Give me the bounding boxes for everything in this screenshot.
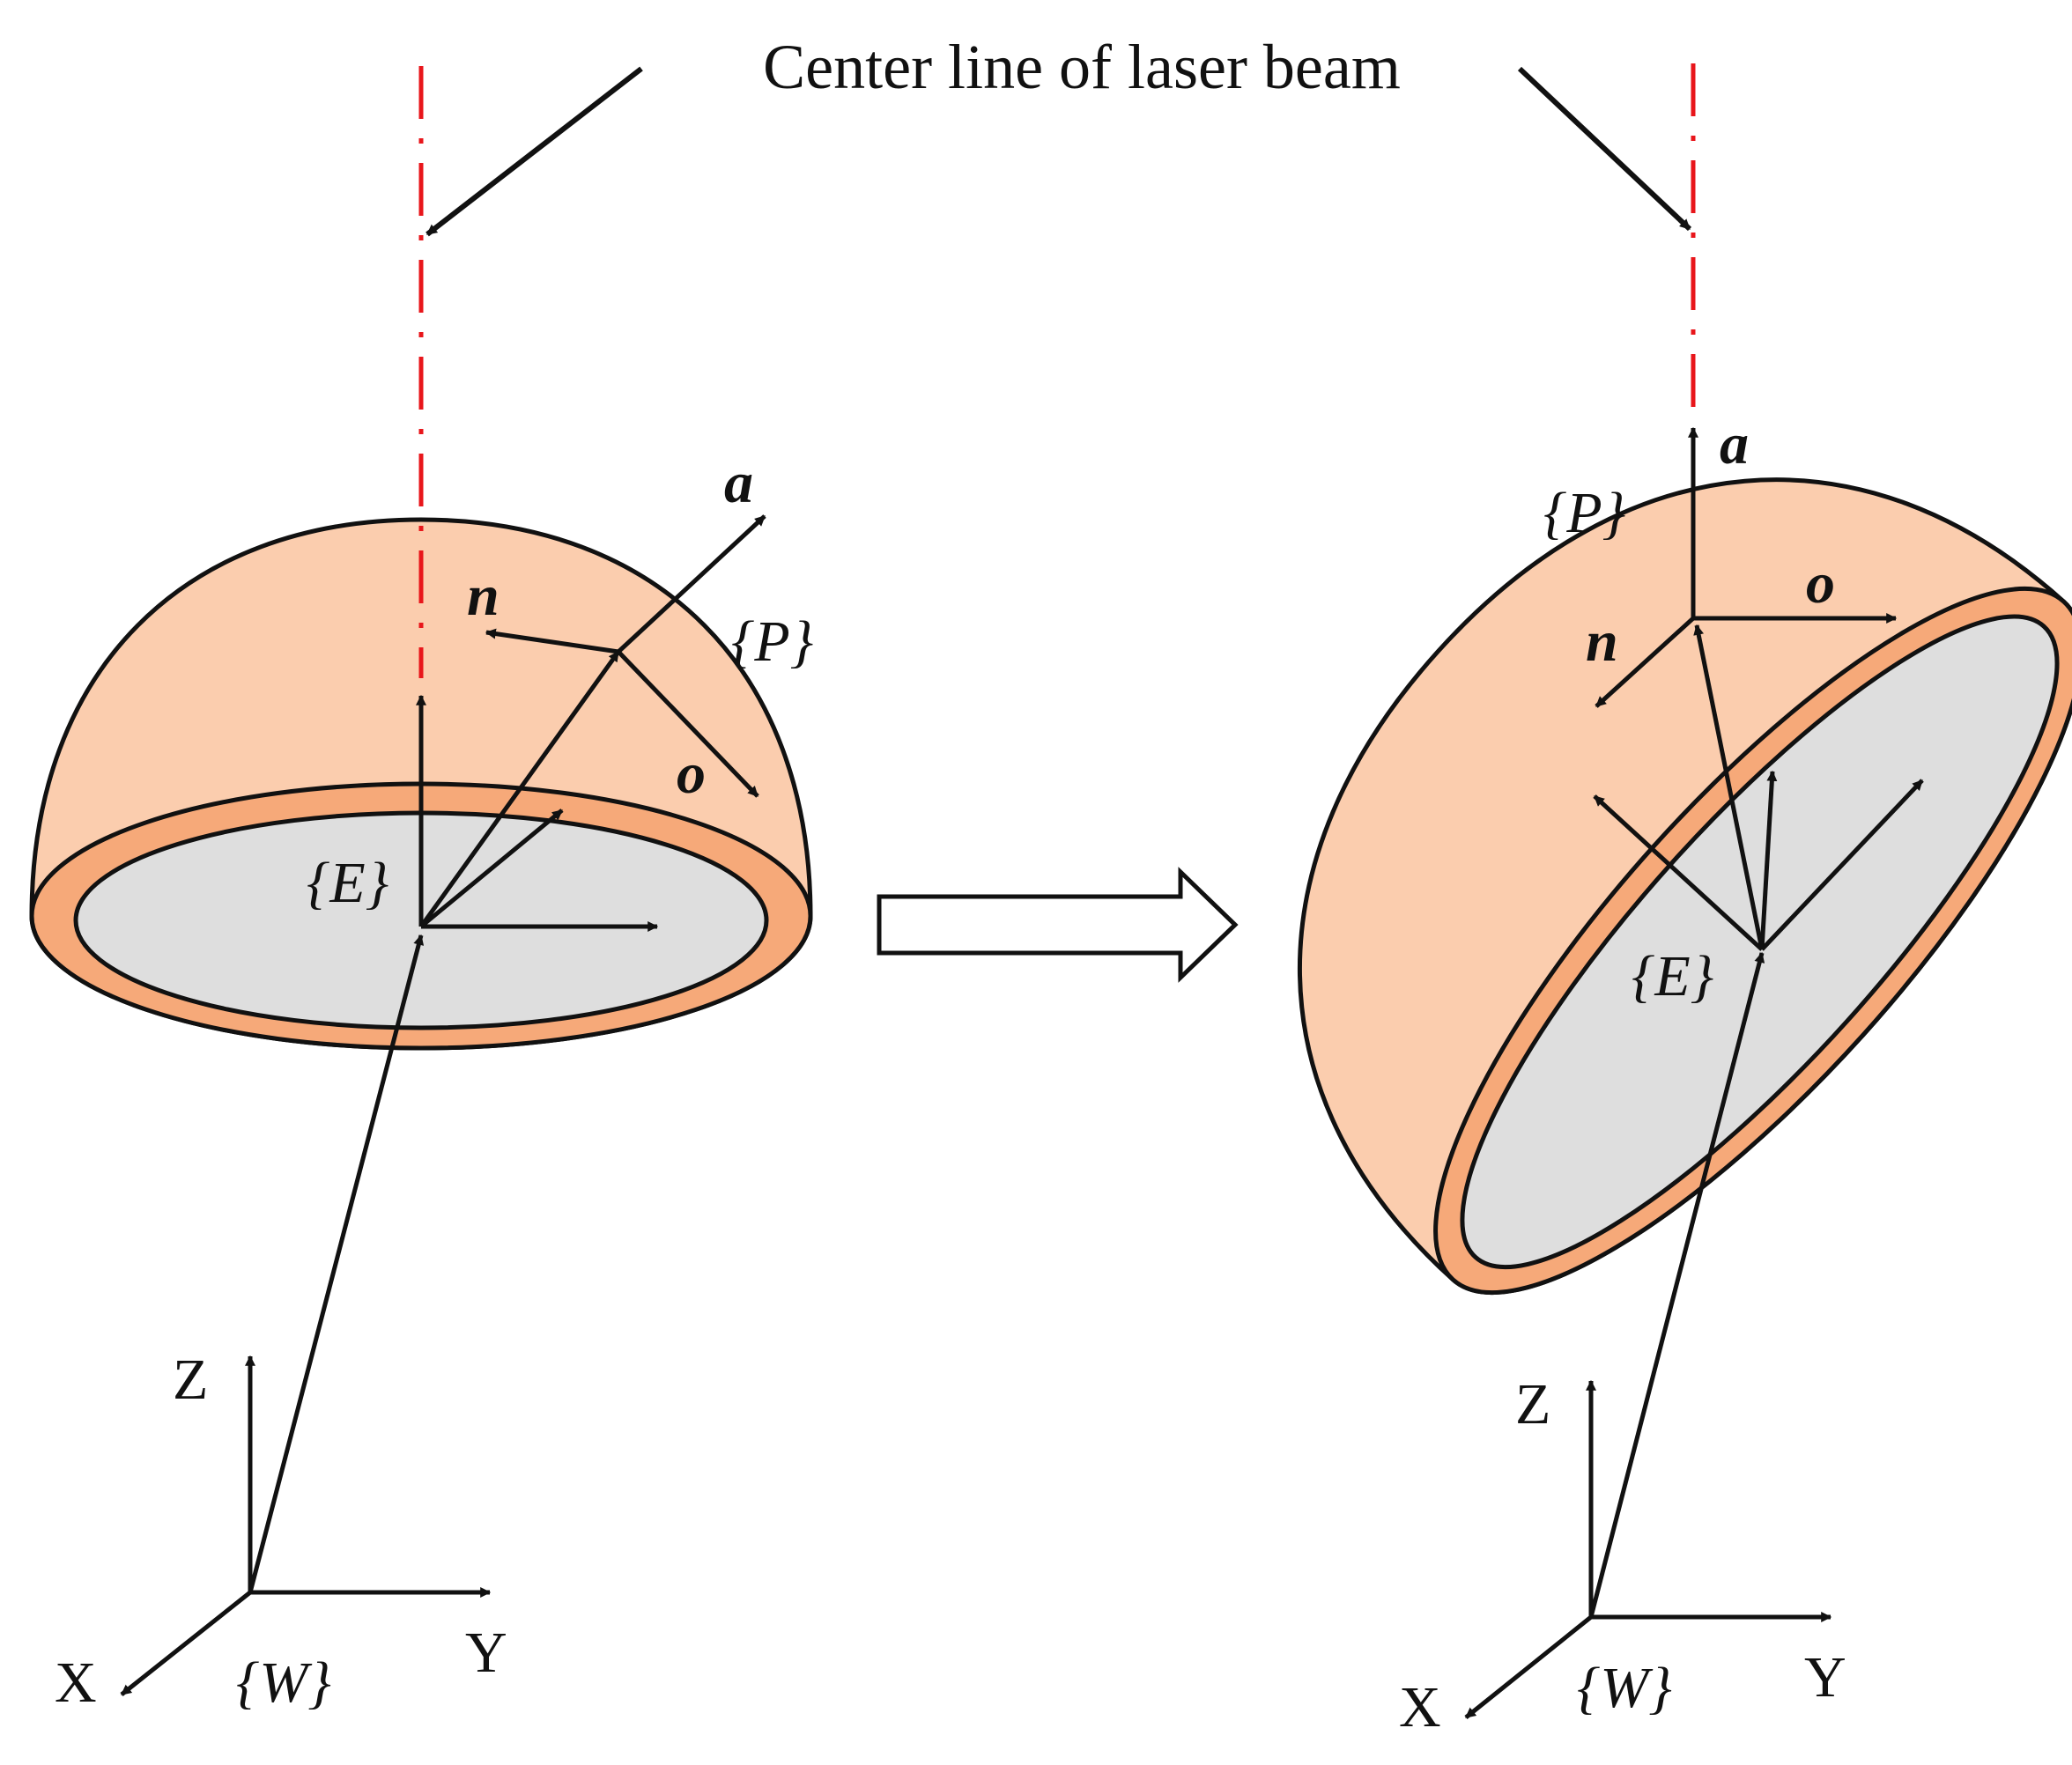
left-axis-o-label: o	[677, 742, 706, 806]
left-frame-w-label: {W}	[236, 1651, 331, 1715]
right-frame-w-label: {W}	[1577, 1656, 1672, 1720]
left-axis-a-label: a	[724, 451, 753, 515]
left-e-to-p-vector	[418, 650, 621, 928]
left-frame-p-label: {P}	[731, 609, 813, 674]
caption-pointer-left	[426, 66, 643, 237]
left-axis-z-label: Z	[173, 1348, 208, 1412]
right-axis-y-label: Y	[1804, 1645, 1846, 1710]
right-axis-n-label: n	[1586, 609, 1618, 674]
right-axis-x-label: X	[1399, 1675, 1441, 1739]
caption-label: Center line of laser beam	[763, 32, 1401, 102]
left-axis-y-label: Y	[465, 1621, 507, 1685]
right-world-to-e-vector	[1588, 951, 1765, 1618]
right-frame-p-label: {P}	[1543, 481, 1625, 545]
right-p-axis-n	[1595, 617, 1695, 708]
left-axis-n-label: n	[467, 564, 500, 628]
left-scene: {E} a n o {P} Z Y X {W}	[29, 66, 813, 1715]
right-e-axis-diag	[1760, 779, 1924, 951]
right-scene: {E} a o n {P} Z Y X {W}	[1297, 63, 2072, 1739]
left-frame-e-label: {E}	[307, 851, 388, 915]
left-world-to-e-vector	[248, 934, 425, 1593]
left-axis-x-label: X	[55, 1651, 97, 1715]
left-world-axis-x	[120, 1591, 252, 1696]
left-p-axis-o	[617, 650, 759, 798]
right-e-axis-up	[1759, 770, 1778, 950]
right-axis-z-label: Z	[1515, 1372, 1550, 1436]
right-world-axis-x	[1464, 1615, 1593, 1719]
left-e-axis-diag	[419, 809, 564, 928]
transition-arrow	[877, 867, 1239, 983]
right-frame-e-label: {E}	[1632, 944, 1713, 1008]
right-axis-a-label: a	[1720, 412, 1749, 476]
right-e-to-p-vector	[1693, 624, 1765, 950]
right-e-axis-left	[1593, 794, 1764, 951]
left-p-axis-a	[617, 514, 766, 654]
caption-pointer-right	[1517, 66, 1692, 232]
left-p-axis-n	[485, 628, 619, 654]
right-axis-o-label: o	[1806, 551, 1835, 616]
